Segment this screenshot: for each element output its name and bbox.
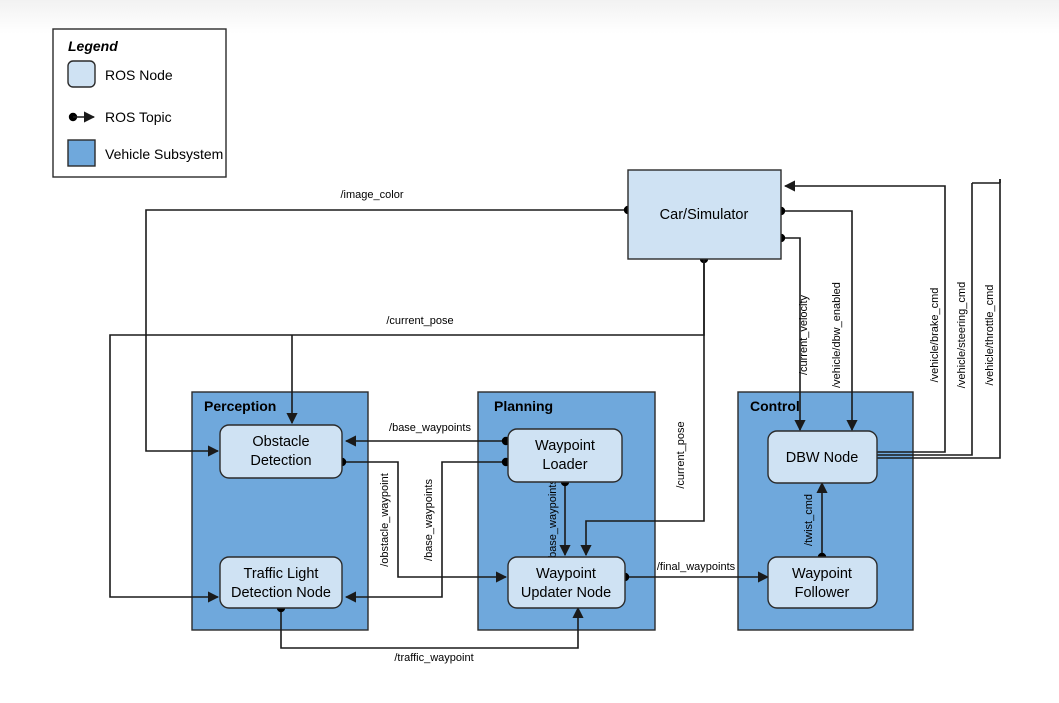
edge-label-traffic-waypoint: /traffic_waypoint [394,652,473,664]
node-waypoint-follower[interactable]: Waypoint Follower [767,556,878,609]
legend-title: Legend [68,38,118,54]
node-obstacle-detection[interactable]: Obstacle Detection [219,424,343,479]
edge-label-base-waypoints-mid: /base_waypoints [423,479,435,561]
node-waypoint-loader[interactable]: Waypoint Loader [507,428,623,483]
edge-label-current-pose-right: /current_pose [675,421,687,488]
perception-label: Perception [204,398,276,414]
edge-label-vehicle-steering-cmd: /vehicle/steering_cmd [956,282,968,388]
waypoint-updater-label-line1: Waypoint [536,566,596,582]
edge-label-base-waypoints-planning: /base_waypoints [547,479,559,561]
legend: Legend ROS Node ROS Topic Vehicle Subsys… [52,28,227,178]
control-label: Control [750,398,800,414]
legend-swatch-ros-topic [68,111,96,123]
edge-vehicle-throttle-cmd [877,179,1001,459]
edge-label-vehicle-dbw-enabled: /vehicle/dbw_enabled [831,282,843,388]
edge-vehicle-steering-cmd [877,183,973,456]
planning-label: Planning [494,398,553,414]
node-dbw[interactable]: DBW Node [767,430,878,484]
edge-vehicle-brake-cmd [783,180,946,453]
edge-label-base-waypoints-top: /base_waypoints [389,422,471,434]
edge-label-twist-cmd: /twist_cmd [803,494,815,546]
edge-label-vehicle-brake-cmd: /vehicle/brake_cmd [929,288,941,383]
edge-label-obstacle-waypoint: /obstacle_waypoint [379,473,391,567]
edge-base-waypoints-mid [344,461,506,603]
node-waypoint-updater[interactable]: Waypoint Updater Node [507,556,626,609]
edge-traffic-waypoint [280,606,584,649]
obstacle-detection-label-line1: Obstacle [252,434,309,450]
legend-label-ros-topic: ROS Topic [105,109,172,125]
node-traffic-light-detection[interactable]: Traffic Light Detection Node [219,556,343,609]
waypoint-loader-label-line2: Loader [542,457,587,473]
legend-swatch-ros-node [67,60,96,88]
traffic-light-detection-label-line2: Detection Node [231,585,331,601]
edge-label-current-velocity: /current_velocity [798,294,810,375]
waypoint-updater-label-line2: Updater Node [521,585,611,601]
car-simulator-label: Car/Simulator [660,207,749,223]
edge-current-pose-right [580,259,705,557]
waypoint-follower-box[interactable] [767,556,878,609]
legend-label-vehicle-subsystem: Vehicle Subsystem [105,146,223,162]
edge-obstacle-waypoint [342,461,508,583]
legend-label-ros-node: ROS Node [105,67,173,83]
legend-swatch-vehicle-subsystem [67,139,96,167]
traffic-light-detection-box[interactable] [219,556,343,609]
waypoint-updater-box[interactable] [507,556,626,609]
dbw-node-label: DBW Node [786,450,859,466]
dbw-node-box[interactable] [767,430,878,484]
edge-label-vehicle-throttle-cmd: /vehicle/throttle_cmd [984,285,996,386]
car-simulator[interactable]: Car/Simulator [627,169,782,260]
edge-image-color [145,209,628,457]
obstacle-detection-box[interactable] [219,424,343,479]
edge-current-velocity [781,237,806,432]
car-simulator-box[interactable] [627,169,782,260]
waypoint-follower-label-line2: Follower [795,585,850,601]
edge-label-image-color: /image_color [341,189,404,201]
edge-vehicle-dbw-enabled [781,210,858,432]
edge-label-current-pose-left: /current_pose [386,315,453,327]
edge-label-final-waypoints: /final_waypoints [657,561,736,573]
waypoint-loader-box[interactable] [507,428,623,483]
waypoint-follower-label-line1: Waypoint [792,566,852,582]
waypoint-loader-label-line1: Waypoint [535,438,595,454]
traffic-light-detection-label-line1: Traffic Light [244,566,319,582]
obstacle-detection-label-line2: Detection [250,453,311,469]
